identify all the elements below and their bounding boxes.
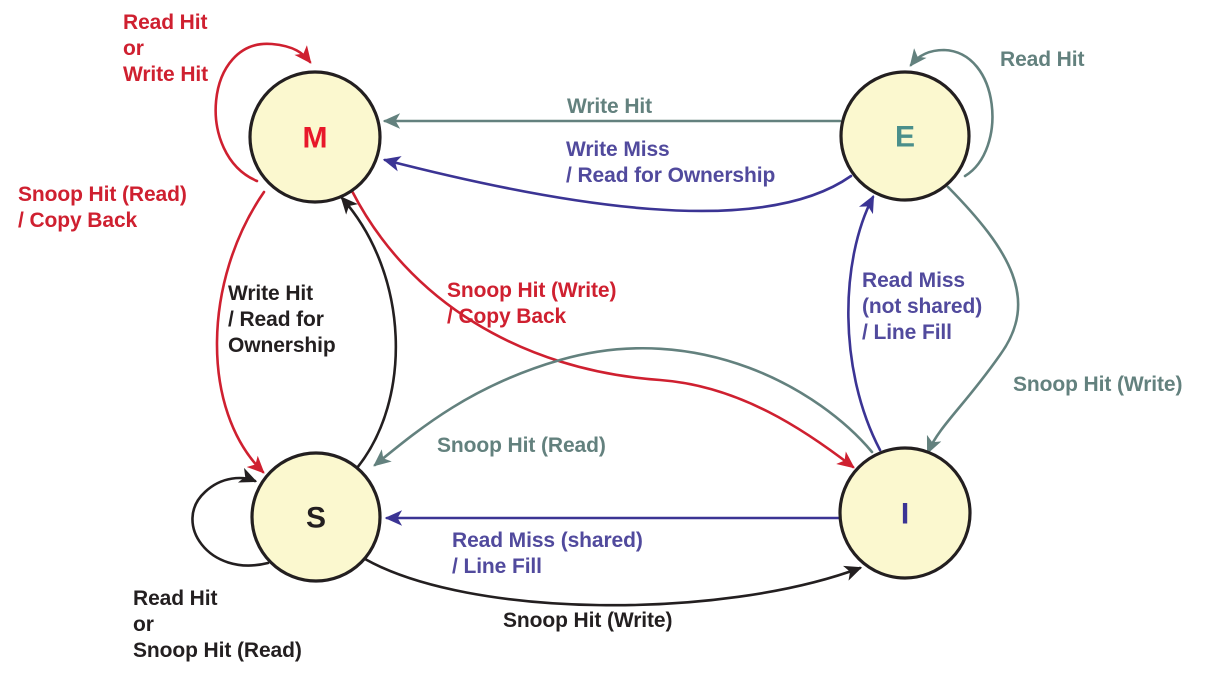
- edge-label-s-to-m-write-hit: Write Hit / Read for Ownership: [228, 282, 336, 357]
- state-circle-i[interactable]: [838, 446, 972, 580]
- state-circle-m[interactable]: [248, 70, 382, 204]
- edge-label-e-to-m-write-hit: Write Hit: [567, 95, 653, 118]
- edge-label-m-self: Read Hit or Write Hit: [123, 11, 209, 86]
- state-node-i[interactable]: I: [838, 446, 972, 580]
- edge-label-s-self: Read Hit or Snoop Hit (Read): [133, 587, 302, 662]
- edges-layer: [191, 42, 1020, 607]
- state-circle-s[interactable]: [250, 451, 382, 583]
- state-node-e[interactable]: E: [839, 70, 971, 202]
- state-circle-e[interactable]: [839, 70, 971, 202]
- edge-e-to-m-write-miss[interactable]: [382, 156, 853, 213]
- edge-label-i-to-s-snoop-read: Snoop Hit (Read): [437, 434, 606, 457]
- edge-s-self[interactable]: [191, 467, 270, 567]
- edge-label-i-to-s-read-miss: Read Miss (shared) / Line Fill: [452, 529, 643, 578]
- edge-label-i-to-e-read-miss: Read Miss (not shared) / Line Fill: [862, 269, 983, 344]
- edge-e-to-i-snoop-write[interactable]: [926, 185, 1020, 455]
- edge-label-s-to-i-snoop-write: Snoop Hit (Write): [503, 609, 673, 632]
- edge-s-to-m-write-hit[interactable]: [340, 196, 398, 470]
- state-node-m[interactable]: M: [248, 70, 382, 204]
- edge-i-to-e-read-miss[interactable]: [847, 194, 882, 452]
- edge-label-e-to-m-write-miss: Write Miss / Read for Ownership: [566, 138, 776, 187]
- edge-m-to-i-snoop-write[interactable]: [350, 189, 855, 469]
- state-node-s[interactable]: S: [250, 451, 382, 583]
- edge-m-self[interactable]: [214, 42, 312, 183]
- edge-m-to-s-snoop-read[interactable]: [215, 190, 266, 474]
- state-label-e: E: [895, 121, 915, 154]
- state-label-s: S: [306, 502, 326, 535]
- edge-label-e-self: Read Hit: [1000, 48, 1085, 71]
- state-label-m: M: [303, 122, 328, 155]
- edge-i-to-s-snoop-read[interactable]: [373, 346, 874, 467]
- edge-label-e-to-i-snoop-write: Snoop Hit (Write): [1013, 373, 1183, 396]
- edge-s-to-i-snoop-write[interactable]: [363, 557, 863, 607]
- edge-e-self[interactable]: [909, 48, 994, 178]
- nodes-layer: M E S I: [248, 70, 972, 583]
- edge-label-m-to-i-snoop-write: Snoop Hit (Write) / Copy Back: [447, 279, 617, 328]
- state-label-i: I: [901, 498, 909, 531]
- edge-label-m-to-s-snoop-read: Snoop Hit (Read) / Copy Back: [18, 183, 187, 232]
